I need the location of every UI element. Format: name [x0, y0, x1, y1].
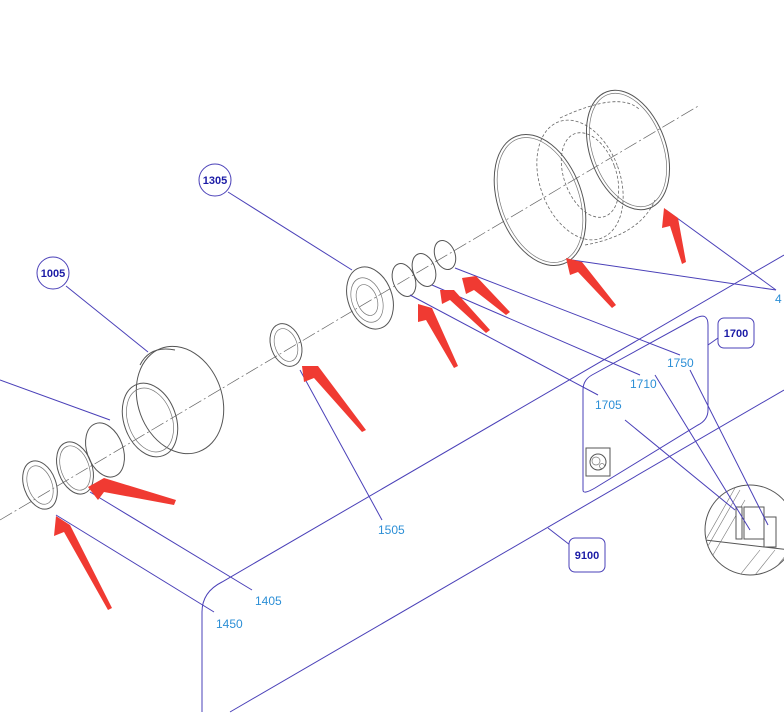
arrow-drum-front: [566, 258, 616, 308]
arrow-1450: [54, 516, 112, 610]
part-number-1710[interactable]: 1710: [630, 377, 657, 391]
arrow-drum-back: [662, 208, 686, 264]
bubble-1005[interactable]: 1005: [36, 256, 70, 290]
ring-1505: [269, 323, 303, 367]
part-number-1450[interactable]: 1450: [216, 617, 243, 631]
hub-1005: [121, 345, 225, 458]
bubble-1005-text: 1005: [41, 268, 65, 280]
part-number-truncated[interactable]: 4: [775, 292, 782, 306]
center-axis: [0, 104, 701, 521]
red-arrows: [54, 208, 686, 610]
bearing-small: [85, 422, 125, 478]
ring-1450: [22, 460, 58, 510]
arrow-1710: [440, 290, 490, 333]
bubble-1305[interactable]: 1305: [198, 163, 232, 197]
box-9100[interactable]: 9100: [568, 537, 606, 573]
drum-assembly: [493, 89, 671, 266]
ring-1705: [391, 263, 417, 297]
leader-lines: [0, 191, 777, 613]
box-1700[interactable]: 1700: [717, 317, 755, 349]
bearing-1305: [346, 266, 394, 330]
seal-1405: [56, 441, 94, 495]
part-number-1750[interactable]: 1750: [667, 356, 694, 370]
bubble-1305-text: 1305: [203, 175, 227, 187]
inset-panel-1700: [582, 315, 719, 493]
arrow-1705: [418, 304, 458, 368]
box-1700-text: 1700: [724, 328, 748, 340]
arrow-1750: [462, 276, 510, 315]
ring-1750: [433, 239, 457, 271]
arrow-1505: [302, 366, 366, 432]
arrow-1405: [88, 478, 176, 505]
detail-view: [704, 484, 784, 576]
box-9100-text: 9100: [575, 550, 599, 562]
part-number-1405[interactable]: 1405: [255, 594, 282, 608]
part-number-1505[interactable]: 1505: [378, 523, 405, 537]
frame-panel: [201, 254, 784, 713]
ring-1710: [411, 253, 437, 287]
part-number-1705[interactable]: 1705: [595, 398, 622, 412]
